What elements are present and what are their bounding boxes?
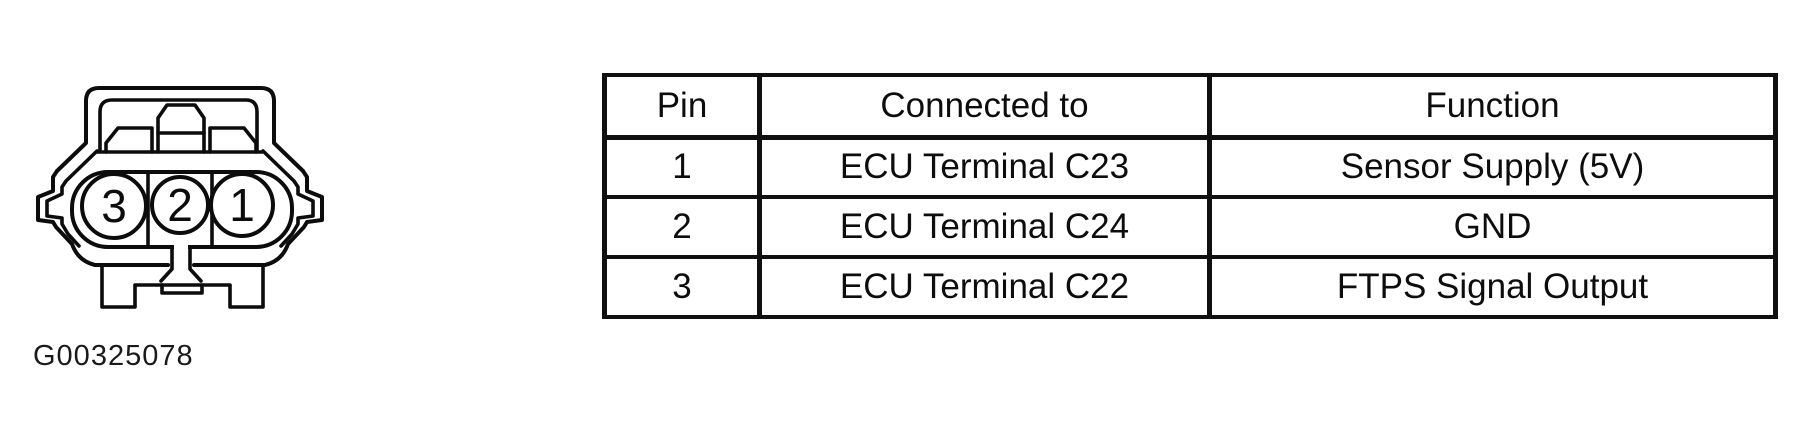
notch-mask [174, 241, 188, 269]
connector-notch-right [188, 245, 203, 283]
connector-diagram: 3 2 1 [36, 86, 324, 309]
table-row: 3 ECU Terminal C22 FTPS Signal Output [602, 255, 1778, 319]
cell-function-1: Sensor Supply (5V) [1207, 135, 1778, 199]
connector-center-strip [160, 283, 204, 295]
column-header-function: Function [1207, 73, 1778, 140]
connector-key-slot [156, 103, 206, 154]
connector-foot-left [100, 264, 137, 309]
pin-circle-1 [209, 172, 275, 238]
connector-inner-left [45, 149, 99, 248]
pinout-table-container: Pin Connected to Function 1 ECU Terminal… [602, 73, 1778, 319]
table-row: 1 ECU Terminal C23 Sensor Supply (5V) [602, 135, 1778, 199]
connector-outer-top [55, 86, 305, 173]
pin-number-2: 2 [167, 179, 193, 231]
connector-inner-right [261, 149, 315, 248]
cell-connected-1: ECU Terminal C23 [757, 135, 1212, 199]
cell-function-2: GND [1207, 195, 1778, 259]
column-header-pin: Pin [602, 73, 762, 140]
column-header-connected-to: Connected to [757, 73, 1212, 140]
cell-connected-2: ECU Terminal C24 [757, 195, 1212, 259]
connector-outer-left [36, 169, 170, 267]
pin-circle-2 [150, 175, 210, 235]
connector-foot-right [228, 264, 265, 309]
connector-outer-right [192, 169, 324, 267]
table-header-row: Pin Connected to Function [602, 73, 1778, 140]
pin-number-3: 3 [101, 180, 127, 232]
pin-number-1: 1 [229, 179, 255, 231]
cell-connected-3: ECU Terminal C22 [757, 255, 1212, 319]
pinout-table: Pin Connected to Function 1 ECU Terminal… [602, 73, 1778, 319]
cell-function-3: FTPS Signal Output [1207, 255, 1778, 319]
connector-notch-left [159, 245, 174, 283]
cell-pin-2: 2 [602, 195, 762, 259]
connector-key-tab-left [104, 126, 154, 154]
table-row: 2 ECU Terminal C24 GND [602, 195, 1778, 259]
figure-id-label: G00325078 [33, 340, 194, 372]
pin-circle-3 [80, 172, 148, 240]
cell-pin-3: 3 [602, 255, 762, 319]
cell-pin-1: 1 [602, 135, 762, 199]
connector-key-tab-right [208, 126, 258, 154]
connector-top-cavity [98, 98, 259, 153]
